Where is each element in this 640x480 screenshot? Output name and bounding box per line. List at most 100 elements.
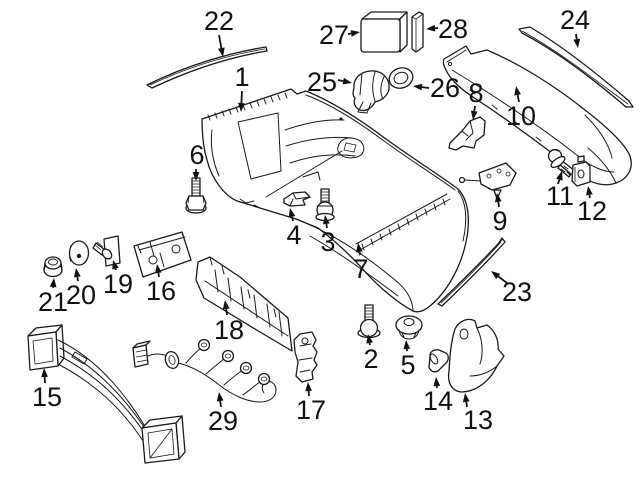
callout-arrow-head-14 bbox=[433, 377, 441, 387]
callout-arrow-head-18 bbox=[222, 300, 230, 310]
part-10-diffuser-panel bbox=[442, 45, 632, 186]
callout-label-13: 13 bbox=[463, 405, 493, 435]
part-1-bumper-cover bbox=[201, 88, 469, 313]
callout-arrow-head-16 bbox=[155, 264, 162, 274]
callout-arrow-line-18 bbox=[225, 308, 228, 316]
part-19-screw-with-plate bbox=[92, 235, 121, 267]
callout-24: 24 bbox=[560, 5, 590, 48]
callout-label-2: 2 bbox=[363, 344, 378, 374]
part-22-moulding-strip bbox=[146, 46, 268, 89]
part-13-shield bbox=[447, 318, 505, 393]
callout-14: 14 bbox=[423, 377, 453, 416]
callout-label-25: 25 bbox=[307, 67, 337, 97]
callout-arrow-line-4 bbox=[291, 216, 294, 222]
callout-3: 3 bbox=[320, 215, 336, 257]
callout-17: 17 bbox=[296, 382, 326, 425]
callout-label-15: 15 bbox=[32, 382, 62, 412]
callout-arrow-head-8 bbox=[470, 110, 478, 120]
callout-arrow-head-28 bbox=[426, 24, 436, 32]
part-24-moulding-strip bbox=[518, 26, 634, 108]
callout-arrow-line-22 bbox=[218, 34, 223, 49]
callout-15: 15 bbox=[32, 368, 62, 412]
callout-arrow-line-23 bbox=[497, 275, 508, 284]
callout-label-26: 26 bbox=[430, 73, 460, 103]
callout-arrow-line-16 bbox=[157, 272, 160, 278]
callout-arrow-line-20 bbox=[76, 276, 79, 282]
callout-20: 20 bbox=[66, 268, 96, 310]
callout-arrow-head-23 bbox=[491, 271, 501, 280]
callout-arrow-line-11 bbox=[557, 179, 561, 185]
callout-8: 8 bbox=[468, 78, 484, 120]
callout-label-11: 11 bbox=[546, 181, 574, 211]
callout-arrow-line-3 bbox=[325, 223, 328, 229]
callout-arrow-head-4 bbox=[288, 208, 296, 218]
callout-label-7: 7 bbox=[353, 254, 368, 284]
callout-label-5: 5 bbox=[400, 350, 415, 380]
callout-arrow-head-11 bbox=[556, 171, 563, 181]
part-11-screw bbox=[547, 148, 572, 178]
part-25-parking-sensor bbox=[352, 70, 390, 114]
callout-arrow-head-25 bbox=[342, 77, 352, 85]
callout-4: 4 bbox=[286, 208, 302, 250]
callout-13: 13 bbox=[462, 393, 493, 435]
callout-arrow-line-26 bbox=[421, 86, 430, 89]
callout-arrow-head-27 bbox=[350, 30, 360, 37]
callout-arrow-head-26 bbox=[413, 83, 423, 91]
callout-label-3: 3 bbox=[320, 227, 335, 257]
callout-label-14: 14 bbox=[423, 386, 453, 416]
callout-arrow-head-29 bbox=[216, 392, 224, 402]
callout-arrow-line-7 bbox=[358, 251, 361, 256]
callout-label-10: 10 bbox=[506, 101, 536, 131]
callout-label-27: 27 bbox=[319, 20, 349, 50]
callout-arrow-line-8 bbox=[473, 105, 476, 112]
callout-label-17: 17 bbox=[296, 395, 326, 425]
callout-label-6: 6 bbox=[189, 140, 204, 170]
part-20-washer bbox=[68, 240, 90, 266]
callout-label-20: 20 bbox=[66, 280, 96, 310]
callout-22: 22 bbox=[204, 6, 234, 57]
callout-29: 29 bbox=[208, 392, 238, 436]
part-18-impact-absorber bbox=[195, 256, 293, 352]
part-9-plate bbox=[458, 162, 517, 200]
part-28-bracket-strip bbox=[411, 11, 424, 53]
callout-27: 27 bbox=[319, 20, 360, 50]
callout-19: 19 bbox=[103, 260, 133, 299]
callout-arrow-head-22 bbox=[218, 47, 225, 57]
callout-arrow-head-5 bbox=[403, 340, 411, 350]
callout-arrow-head-1 bbox=[238, 102, 245, 112]
callout-18: 18 bbox=[214, 300, 244, 345]
callout-arrow-head-12 bbox=[586, 186, 593, 196]
callout-28: 28 bbox=[426, 14, 468, 44]
callout-9: 9 bbox=[492, 193, 508, 236]
callout-label-24: 24 bbox=[560, 5, 590, 35]
callout-21: 21 bbox=[38, 278, 68, 317]
callout-label-18: 18 bbox=[214, 315, 244, 345]
callout-label-19: 19 bbox=[103, 269, 133, 299]
callout-25: 25 bbox=[307, 67, 352, 97]
callout-label-12: 12 bbox=[577, 196, 607, 226]
part-16-bracket bbox=[133, 231, 192, 278]
callout-5: 5 bbox=[400, 340, 416, 380]
part-26-ring-grommet bbox=[388, 67, 414, 89]
part-17-side-bracket bbox=[293, 331, 318, 383]
callout-label-8: 8 bbox=[468, 78, 483, 108]
callout-arrow-head-20 bbox=[74, 268, 81, 278]
part-29-wiring-harness bbox=[132, 338, 277, 403]
callout-arrow-head-21 bbox=[49, 278, 57, 288]
part-2-bolt bbox=[357, 304, 381, 339]
callout-arrow-head-9 bbox=[494, 193, 502, 203]
part-23-moulding-strip bbox=[437, 237, 506, 307]
callout-arrow-head-13 bbox=[462, 393, 470, 403]
callout-label-23: 23 bbox=[502, 277, 532, 307]
callout-label-16: 16 bbox=[146, 276, 176, 306]
callout-label-28: 28 bbox=[438, 14, 468, 44]
callout-label-29: 29 bbox=[208, 406, 238, 436]
part-5-grommet-nut bbox=[395, 315, 423, 340]
callout-arrow-line-10 bbox=[516, 94, 520, 103]
callout-arrow-head-15 bbox=[41, 368, 48, 378]
part-6-bolt bbox=[185, 177, 207, 214]
callout-11: 11 bbox=[546, 171, 574, 211]
callout-arrow-head-24 bbox=[573, 38, 581, 48]
callout-2: 2 bbox=[363, 334, 379, 374]
callout-label-22: 22 bbox=[204, 6, 234, 36]
